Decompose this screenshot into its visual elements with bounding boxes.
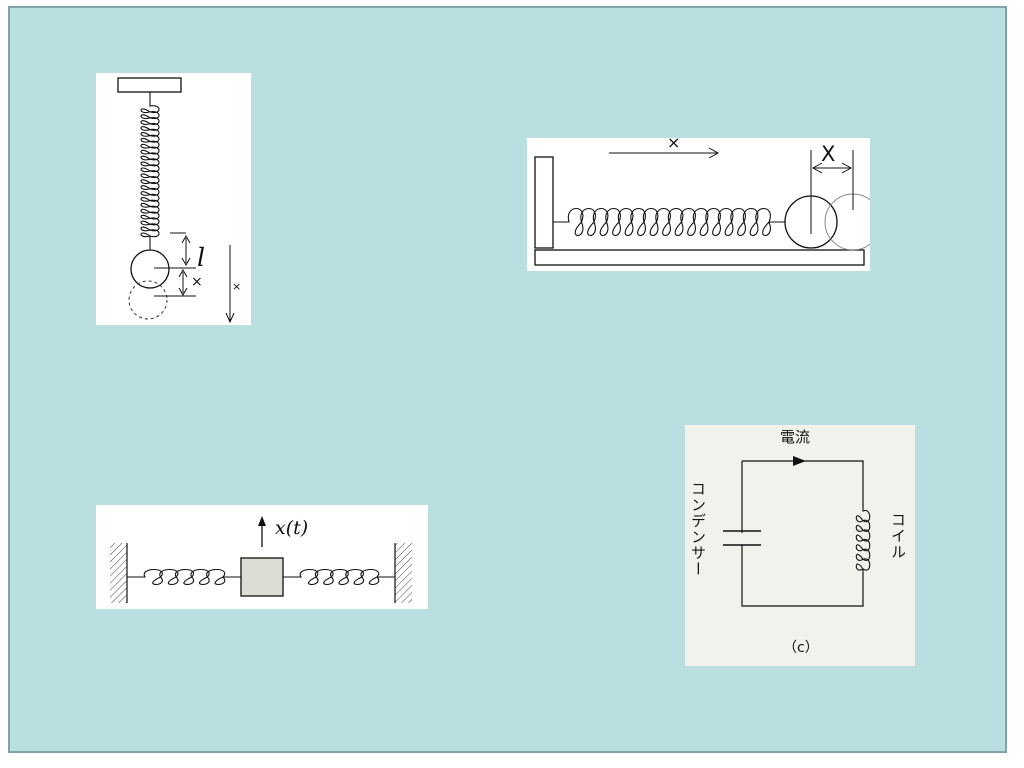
left-spring-coil <box>127 568 241 585</box>
vertical-displacement-label: × <box>191 274 203 290</box>
ceiling-mount <box>117 77 182 93</box>
length-arrow-head-down <box>181 257 191 267</box>
left-wall-hatch <box>110 543 127 603</box>
vertical-spring-coil <box>140 92 160 250</box>
sliding-mass <box>240 557 284 597</box>
vertical-spring-drawing <box>117 77 235 324</box>
displacement-arrow-head-down <box>178 287 188 297</box>
x-axis-arrow-head <box>225 312 235 324</box>
displacement-arrow-left <box>811 162 823 174</box>
direction-label: × <box>667 133 681 152</box>
double-spring-figure: x(t) <box>96 505 428 609</box>
mass-ball <box>130 249 170 289</box>
coil-windings <box>855 507 871 573</box>
horizontal-spring-drawing <box>534 147 870 266</box>
lc-circuit-drawing <box>723 456 871 607</box>
displacement-arrow-head-up <box>178 268 188 278</box>
wall <box>534 156 554 249</box>
right-spring-coil <box>283 568 395 585</box>
vertical-axis-label: × <box>232 280 242 293</box>
horizontal-spring-figure: × X <box>527 133 870 271</box>
length-label: l <box>197 243 205 272</box>
coil-label: コイル <box>889 512 907 560</box>
floor-track <box>534 249 865 266</box>
lc-circuit-figure: 電流 コンデンサー コイル （c） <box>685 425 915 666</box>
right-wall-hatch <box>395 543 412 603</box>
horizontal-displacement-label: X <box>821 142 836 166</box>
circuit-wire <box>741 460 864 607</box>
horizontal-spring-coil <box>553 207 785 236</box>
current-arrow-head <box>793 456 806 466</box>
vertical-motion-arrow-head <box>258 516 266 526</box>
double-spring-drawing <box>110 516 412 603</box>
circuit-caption: （c） <box>783 640 819 656</box>
displacement-arrow-right <box>841 162 853 174</box>
length-arrow-head-up <box>181 234 191 244</box>
current-label: 電流 <box>780 428 811 446</box>
displaced-ball <box>128 280 168 320</box>
capacitor-label: コンデンサー <box>689 481 707 577</box>
vertical-spring-figure: l × × <box>96 73 251 325</box>
displacement-function-label: x(t) <box>275 517 309 539</box>
direction-arrow-head <box>708 147 720 159</box>
